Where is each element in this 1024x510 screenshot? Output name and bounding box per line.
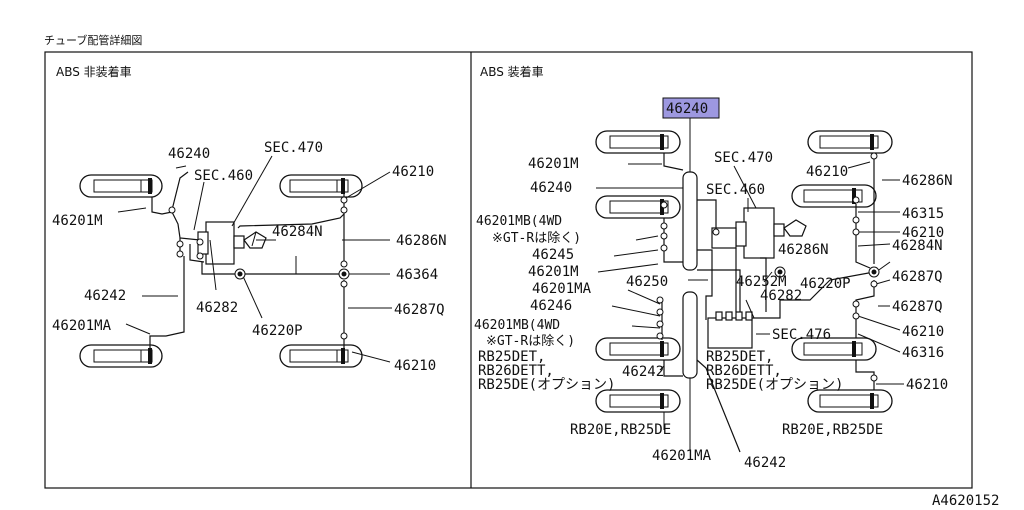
- left-panel: 46240 SEC.470 SEC.460 46210 46201M 46284…: [52, 140, 447, 374]
- figure-code: A4620152: [932, 493, 999, 509]
- label-46286n-b: 46286N: [778, 242, 829, 258]
- label-46210-c: 46210: [902, 324, 944, 340]
- label-highlight-46240: 46240: [666, 101, 708, 117]
- label-46201m: 46201M: [52, 213, 103, 229]
- label-46240-right: 46240: [530, 180, 572, 196]
- label-46287q-b: 46287Q: [892, 299, 943, 315]
- outer-frame: [44, 51, 973, 489]
- label-rb20e-right: RB20E,RB25DE: [782, 422, 883, 438]
- wheel-right-fr-2: [791, 184, 877, 208]
- label-46240: 46240: [168, 146, 210, 162]
- wheel-right-rl-1: [595, 337, 681, 361]
- label-46282: 46282: [196, 300, 238, 316]
- master-cylinder-left: [197, 221, 267, 265]
- wheel-right-fl-2: [595, 195, 681, 219]
- label-46364: 46364: [396, 267, 438, 283]
- label-rb25det: RB25DET,: [478, 349, 545, 365]
- label-rb25det-right: RB25DET,: [706, 349, 773, 365]
- left-panel-title: ABS 非装着車: [56, 64, 132, 79]
- label-46201ma: 46201MA: [52, 318, 112, 334]
- wheel-rear-right: [279, 344, 363, 368]
- label-rb25de-opt-right: RB25DE(オプション): [706, 377, 843, 393]
- label-46287q: 46287Q: [394, 302, 445, 318]
- wheel-front-right: [279, 174, 363, 198]
- label-46316: 46316: [902, 345, 944, 361]
- diagram-title: チューブ配管詳細図: [44, 33, 142, 47]
- highlight-46240: [662, 97, 720, 119]
- label-46242: 46242: [84, 288, 126, 304]
- label-rb26dett: RB26DETT,: [478, 363, 554, 379]
- label-46252m: 46252M: [736, 274, 787, 290]
- right-panel-title: ABS 装着車: [480, 64, 544, 79]
- label-gtr-note-2: ※GT-Rは除く): [486, 334, 575, 349]
- label-sec476: SEC.476: [772, 327, 831, 343]
- label-46210-b: 46210: [902, 225, 944, 241]
- wheel-right-rr-1: [791, 337, 877, 361]
- label-sec470: SEC.470: [264, 140, 323, 156]
- label-46220p-right: 46220P: [800, 276, 851, 292]
- wheel-right-rl-2: [595, 389, 681, 413]
- label-46210-bottom: 46210: [394, 358, 436, 374]
- label-46287q-a: 46287Q: [892, 269, 943, 285]
- wheel-front-left: [79, 174, 163, 198]
- wheel-right-fl-1: [595, 130, 681, 154]
- label-46282-right: 46282: [760, 288, 802, 304]
- tube-bundle-front: [682, 171, 698, 271]
- label-46201mb-2: 46201MB(4WD: [474, 318, 560, 333]
- label-rb20e-left: RB20E,RB25DE: [570, 422, 671, 438]
- label-46201mb: 46201MB(4WD: [476, 214, 562, 229]
- wheel-rear-left: [79, 344, 163, 368]
- label-gtr-note-1: ※GT-Rは除く): [492, 231, 581, 246]
- label-46210-d: 46210: [906, 377, 948, 393]
- label-46201m-top: 46201M: [528, 156, 579, 172]
- label-46201ma-bottom: 46201MA: [652, 448, 712, 464]
- label-46220p: 46220P: [252, 323, 303, 339]
- label-46242: 46242: [622, 364, 664, 380]
- label-46210-top: 46210: [392, 164, 434, 180]
- label-46315: 46315: [902, 206, 944, 222]
- label-46201m-2: 46201M: [528, 264, 579, 280]
- label-46210-a: 46210: [806, 164, 848, 180]
- right-panel: 46240: [474, 97, 953, 471]
- label-rb26dett-right: RB26DETT,: [706, 363, 782, 379]
- label-46286n-a: 46286N: [902, 173, 953, 189]
- label-46245: 46245: [532, 247, 574, 263]
- label-sec470-right: SEC.470: [714, 150, 773, 166]
- label-46242-bottom: 46242: [744, 455, 786, 471]
- label-46284n-right: 46284N: [892, 238, 943, 254]
- label-46201ma: 46201MA: [532, 281, 592, 297]
- label-rb25de-opt: RB25DE(オプション): [478, 377, 615, 393]
- label-46246: 46246: [530, 298, 572, 314]
- label-sec460: SEC.460: [194, 168, 253, 184]
- wheel-right-fr-1: [807, 130, 893, 154]
- label-46284n: 46284N: [272, 224, 323, 240]
- abs-actuator: [707, 311, 753, 349]
- tube-bundle-rear: [682, 291, 698, 379]
- wheel-right-rr-2: [807, 389, 893, 413]
- label-46250: 46250: [626, 274, 668, 290]
- label-46286n: 46286N: [396, 233, 447, 249]
- label-sec460-right: SEC.460: [706, 182, 765, 198]
